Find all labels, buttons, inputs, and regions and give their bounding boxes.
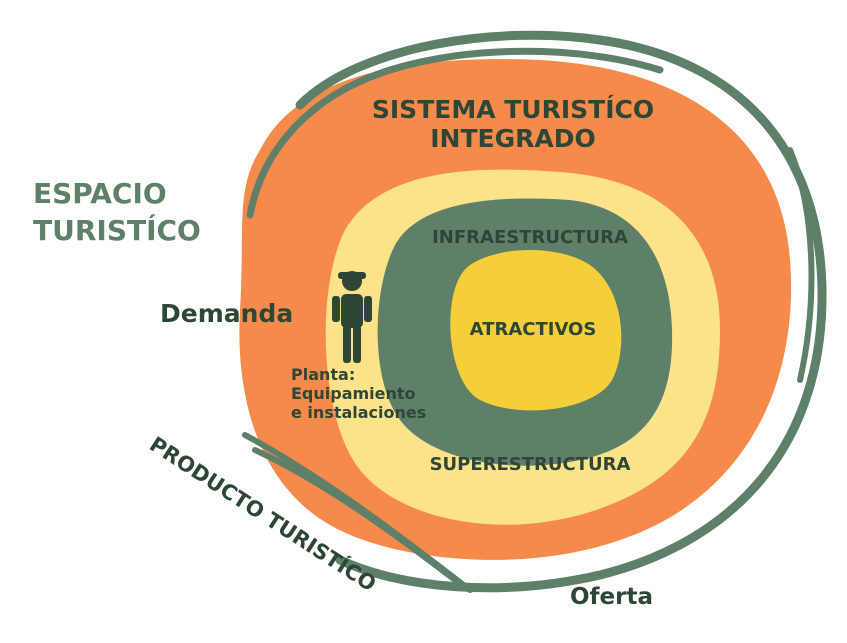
label-oferta: Oferta xyxy=(570,584,653,610)
label-demanda: Demanda xyxy=(160,299,293,328)
gold-core-atractivos xyxy=(450,250,622,411)
backpacker-icon xyxy=(332,271,372,363)
producto-strokes xyxy=(242,432,473,593)
label-espacio-line1: ESPACIO xyxy=(33,177,167,210)
label-planta-line3: e instalaciones xyxy=(291,403,426,422)
label-planta-line1: Planta: xyxy=(291,365,355,384)
label-espacio-line2: TURISTÍCO xyxy=(33,213,201,247)
label-sistema-line1: SISTEMA TURISTÍCO xyxy=(372,95,654,124)
label-planta-line2: Equipamiento xyxy=(291,384,416,403)
label-superestructura: SUPERESTRUCTURA xyxy=(430,454,631,475)
espacio-outline-strokes xyxy=(246,30,827,593)
label-infraestructura: INFRAESTRUCTURA xyxy=(432,227,628,248)
label-sistema-line2: INTEGRADO xyxy=(430,124,595,153)
label-atractivos: ATRACTIVOS xyxy=(470,319,597,340)
